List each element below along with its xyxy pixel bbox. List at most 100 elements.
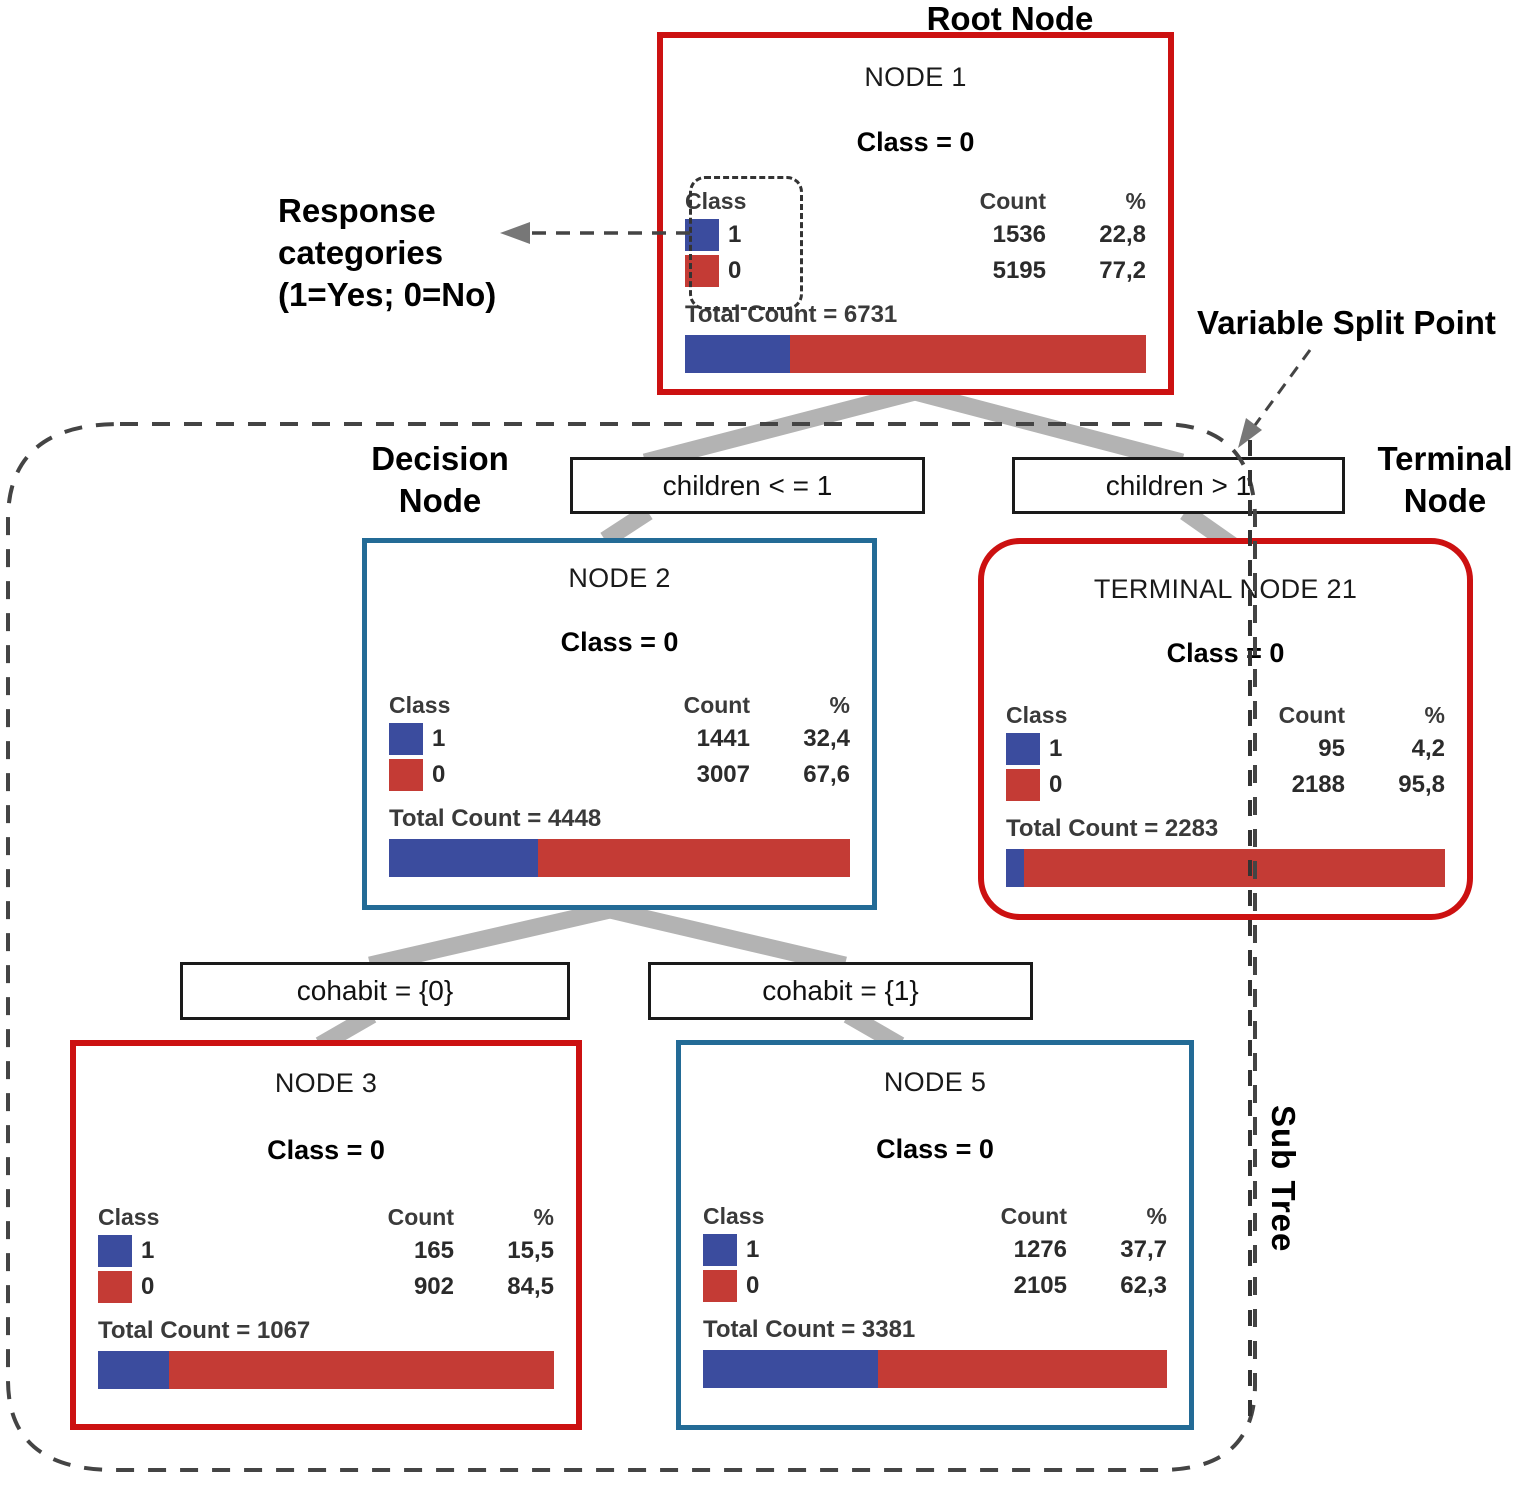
stats-count-value: 1276 bbox=[1013, 1236, 1067, 1263]
split-label-text: children > 1 bbox=[1105, 469, 1252, 501]
annotation-terminal-node: Terminal Node bbox=[1355, 438, 1535, 522]
node-title: NODE 5 bbox=[883, 1067, 987, 1097]
class-swatch-blue-icon bbox=[389, 723, 423, 755]
annotation-response-categories: Response categories (1=Yes; 0=No) bbox=[278, 190, 548, 317]
stats-class-value: 0 bbox=[1049, 771, 1063, 798]
node-class-label: Class = 0 bbox=[856, 127, 975, 157]
class-swatch-blue-icon bbox=[98, 1235, 132, 1267]
stats-header-class: Class bbox=[1006, 702, 1068, 728]
stats-percent-value: 15,5 bbox=[507, 1237, 554, 1264]
stats-row: 1 95 4,2 bbox=[1006, 733, 1445, 765]
annotation-root-node: Root Node bbox=[926, 0, 1094, 37]
stats-header-count: Count bbox=[979, 188, 1046, 214]
stats-class-cell: 1 bbox=[98, 1235, 268, 1267]
node-distribution-bar bbox=[389, 839, 850, 877]
stats-count-value: 5195 bbox=[992, 257, 1046, 284]
class-swatch-red-icon bbox=[389, 759, 423, 791]
node-class-label: Class = 0 bbox=[1166, 638, 1285, 668]
stats-header-row: Class Count % bbox=[1006, 702, 1445, 729]
node-total-count: Total Count = 3381 bbox=[703, 1316, 916, 1343]
stats-percent-value: 95,8 bbox=[1398, 771, 1445, 798]
stats-class-cell: 1 bbox=[1006, 733, 1176, 765]
class-swatch-red-icon bbox=[1006, 769, 1040, 801]
node-total-count: Total Count = 4448 bbox=[389, 805, 602, 832]
node-title: NODE 1 bbox=[864, 62, 967, 92]
stats-row: 0 2105 62,3 bbox=[703, 1270, 1167, 1302]
stats-class-value: 0 bbox=[141, 1273, 155, 1300]
tree-node-node-5[interactable]: NODE 5 Class = 0 Class Count % 1 1276 37… bbox=[676, 1040, 1194, 1430]
node-class-label: Class = 0 bbox=[267, 1135, 385, 1165]
stats-row: 0 2188 95,8 bbox=[1006, 769, 1445, 801]
node-stats-table: Class Count % 1 165 15,5 0 902 84,5 bbox=[98, 1204, 554, 1303]
node-total-count: Total Count = 2283 bbox=[1006, 815, 1219, 842]
stats-header-count: Count bbox=[1278, 702, 1345, 728]
node-title: NODE 2 bbox=[568, 563, 671, 593]
stats-header-count: Count bbox=[683, 692, 750, 718]
tree-node-node-2[interactable]: NODE 2 Class = 0 Class Count % 1 1441 32… bbox=[362, 538, 877, 910]
stats-count-value: 1441 bbox=[696, 725, 750, 752]
node-stats-table: Class Count % 1 95 4,2 0 2188 95,8 bbox=[1006, 702, 1445, 801]
stats-header-percent: % bbox=[1424, 702, 1445, 728]
stats-class-cell: 0 bbox=[685, 255, 855, 287]
stats-class-value: 0 bbox=[432, 761, 446, 788]
stats-percent-value: 67,6 bbox=[803, 761, 850, 788]
stats-class-value: 1 bbox=[1049, 735, 1063, 762]
stats-row: 1 165 15,5 bbox=[98, 1235, 554, 1267]
stats-header-class: Class bbox=[703, 1203, 765, 1229]
annotation-response-categories-line3: (1=Yes; 0=No) bbox=[278, 276, 497, 314]
node-distribution-bar bbox=[703, 1350, 1167, 1388]
stats-percent-value: 84,5 bbox=[507, 1273, 554, 1300]
split-label-cohabit-1[interactable]: cohabit = {1} bbox=[648, 962, 1033, 1020]
annotation-decision-node-line1: Decision bbox=[371, 440, 509, 477]
split-label-text: children < = 1 bbox=[662, 469, 833, 501]
stats-header-percent: % bbox=[829, 692, 850, 718]
distribution-segment-class1 bbox=[703, 1350, 878, 1388]
stats-header-count: Count bbox=[1000, 1203, 1067, 1229]
stats-row: 1 1441 32,4 bbox=[389, 723, 850, 755]
stats-class-value: 0 bbox=[746, 1272, 760, 1299]
stats-class-cell: 1 bbox=[703, 1234, 873, 1266]
split-label-children-le-1[interactable]: children < = 1 bbox=[570, 457, 925, 514]
split-label-children-gt-1[interactable]: children > 1 bbox=[1012, 457, 1345, 514]
stats-percent-value: 77,2 bbox=[1099, 257, 1146, 284]
stats-count-value: 2188 bbox=[1291, 771, 1345, 798]
stats-class-value: 1 bbox=[141, 1237, 155, 1264]
stats-percent-value: 62,3 bbox=[1120, 1272, 1167, 1299]
class-swatch-blue-icon bbox=[685, 219, 719, 251]
stats-row: 1 1536 22,8 bbox=[685, 219, 1146, 251]
node-title: NODE 3 bbox=[274, 1068, 378, 1098]
annotation-response-categories-line2: categories bbox=[278, 234, 444, 272]
stats-class-cell: 1 bbox=[685, 219, 855, 251]
stats-count-value: 902 bbox=[413, 1273, 454, 1300]
node-total-count: Total Count = 6731 bbox=[685, 301, 898, 328]
split-label-cohabit-0[interactable]: cohabit = {0} bbox=[180, 962, 570, 1020]
stats-header-class: Class bbox=[685, 188, 747, 214]
stats-row: 1 1276 37,7 bbox=[703, 1234, 1167, 1266]
stats-count-value: 95 bbox=[1318, 735, 1345, 762]
tree-node-node-1[interactable]: NODE 1 Class = 0 Class Count % 1 1536 22… bbox=[657, 32, 1174, 395]
annotation-terminal-node-line1: Terminal bbox=[1377, 440, 1513, 477]
stats-class-value: 1 bbox=[728, 221, 742, 248]
stats-percent-value: 32,4 bbox=[803, 725, 850, 752]
node-distribution-bar bbox=[685, 335, 1146, 373]
annotation-decision-node: Decision Node bbox=[320, 438, 560, 522]
class-swatch-blue-icon bbox=[703, 1234, 737, 1266]
stats-count-value: 3007 bbox=[696, 761, 750, 788]
annotation-terminal-node-line2: Node bbox=[1403, 482, 1487, 520]
node-class-label: Class = 0 bbox=[876, 1134, 994, 1164]
stats-row: 0 5195 77,2 bbox=[685, 255, 1146, 287]
stats-header-count: Count bbox=[387, 1204, 454, 1230]
tree-node-node-3[interactable]: NODE 3 Class = 0 Class Count % 1 165 15,… bbox=[70, 1040, 582, 1430]
distribution-segment-class1 bbox=[1006, 849, 1025, 887]
class-swatch-red-icon bbox=[685, 255, 719, 287]
split-label-text: cohabit = {0} bbox=[296, 975, 454, 1006]
stats-class-value: 1 bbox=[432, 725, 446, 752]
stats-class-cell: 0 bbox=[1006, 769, 1176, 801]
distribution-segment-class0 bbox=[168, 1351, 554, 1389]
stats-header-row: Class Count % bbox=[703, 1203, 1167, 1230]
stats-header-class: Class bbox=[98, 1204, 160, 1230]
tree-node-terminal-node-21[interactable]: TERMINAL NODE 21 Class = 0 Class Count %… bbox=[978, 538, 1473, 920]
node-distribution-bar bbox=[98, 1351, 554, 1389]
stats-row: 0 3007 67,6 bbox=[389, 759, 850, 791]
